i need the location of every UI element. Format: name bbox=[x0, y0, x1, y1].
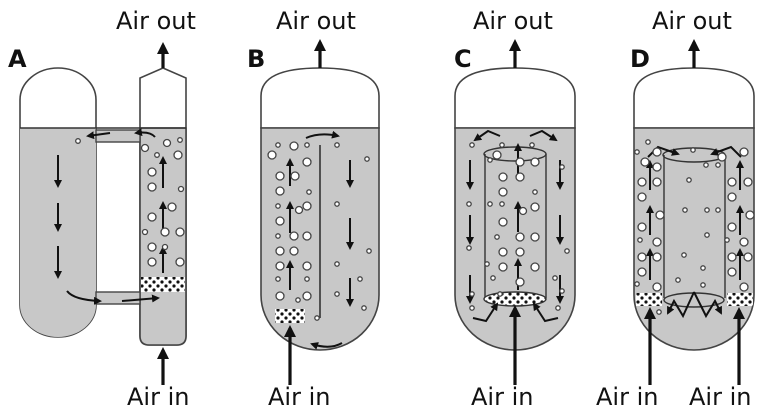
flow-arrow bbox=[66, 290, 102, 305]
panel-label-d: D bbox=[630, 45, 650, 73]
flow-arrow bbox=[473, 129, 501, 142]
flow-arrow bbox=[305, 130, 340, 139]
air-in-label-right: Air in bbox=[689, 383, 751, 411]
air-in-label: Air in bbox=[268, 383, 330, 411]
flow-arrow bbox=[121, 294, 160, 303]
air-out-label: Air out bbox=[276, 7, 356, 35]
flow-arrow bbox=[667, 291, 695, 319]
flow-arrow bbox=[710, 145, 742, 158]
panel-b: B Air out Air in bbox=[247, 7, 380, 411]
flow-arrow bbox=[86, 131, 111, 140]
panel-c: C bbox=[454, 7, 576, 411]
bottom-connector bbox=[95, 291, 141, 305]
flow-arrow bbox=[693, 291, 722, 319]
flow-arrow bbox=[647, 145, 680, 158]
sparger bbox=[483, 291, 547, 307]
air-out-label: Air out bbox=[473, 7, 553, 35]
vessel bbox=[454, 67, 576, 129]
air-out-label: Air out bbox=[116, 7, 196, 35]
sparger bbox=[275, 309, 305, 323]
air-in-label-left: Air in bbox=[596, 383, 658, 411]
downcomer-liquid bbox=[20, 128, 96, 337]
vessel bbox=[260, 67, 380, 129]
panel-label-b: B bbox=[247, 45, 265, 73]
air-in-label: Air in bbox=[471, 383, 533, 411]
bubbles bbox=[75, 137, 185, 267]
panel-label-c: C bbox=[454, 45, 472, 73]
sparger-left bbox=[636, 293, 662, 306]
vessel bbox=[633, 67, 755, 129]
top-connector bbox=[95, 129, 141, 143]
flow-arrow bbox=[529, 129, 558, 142]
bubbles bbox=[634, 139, 755, 315]
flow-arrow bbox=[134, 128, 156, 138]
panel-d: D bbox=[596, 7, 755, 411]
flow-arrow bbox=[472, 302, 499, 323]
air-in-label: Air in bbox=[127, 383, 189, 411]
bubbles bbox=[267, 141, 372, 321]
panel-label-a: A bbox=[8, 45, 27, 73]
flow-arrow bbox=[310, 342, 343, 350]
sparger bbox=[141, 277, 185, 292]
air-out-label: Air out bbox=[652, 7, 732, 35]
bubbles bbox=[466, 142, 570, 311]
flow-arrow bbox=[532, 302, 559, 323]
panel-a: A Air out Air i bbox=[8, 7, 196, 411]
sparger-right bbox=[727, 293, 753, 306]
